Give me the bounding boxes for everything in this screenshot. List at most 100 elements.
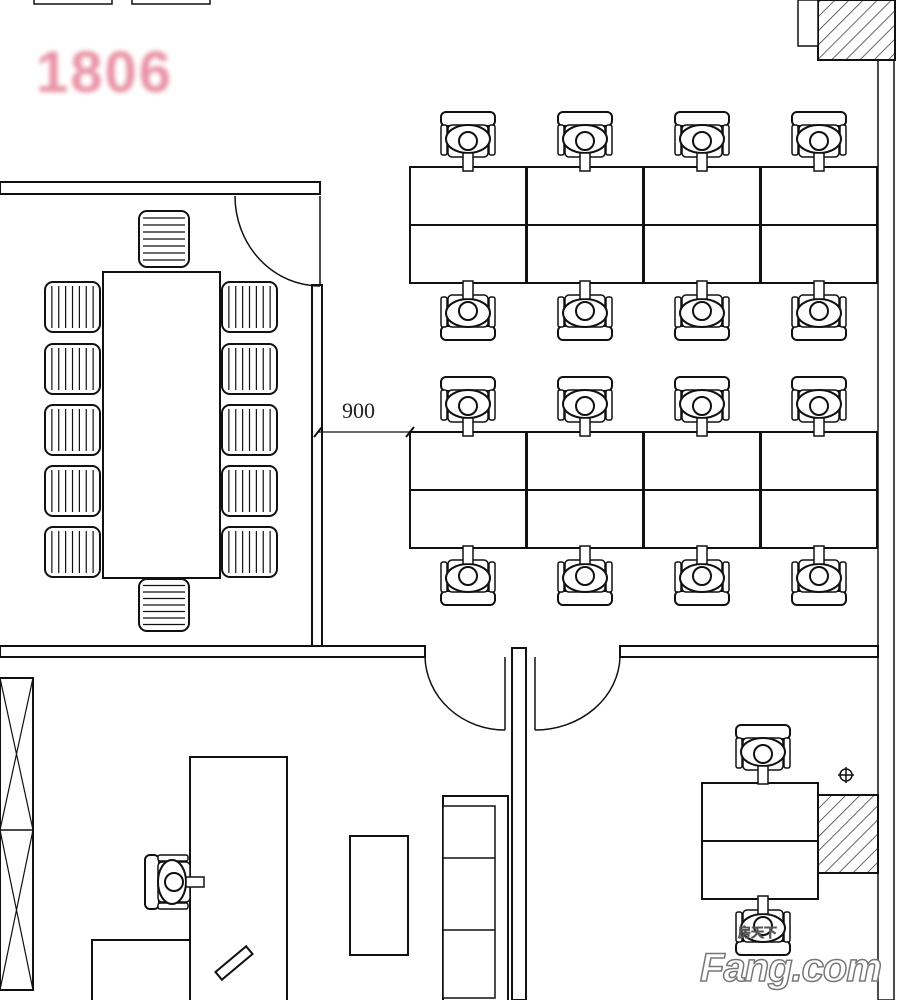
chair-back	[557, 376, 613, 392]
chair-back	[674, 111, 730, 127]
conference-chair	[44, 343, 101, 395]
person-head	[164, 872, 184, 892]
person-head	[458, 566, 478, 586]
wall-meeting-room-top	[0, 181, 321, 195]
keyboard	[813, 417, 825, 437]
door-swing-right	[534, 656, 621, 731]
chair-back	[557, 325, 613, 341]
person-head	[575, 566, 595, 586]
seated-person	[791, 545, 847, 606]
desk	[760, 166, 878, 226]
seated-person	[674, 280, 730, 341]
seated-person	[791, 280, 847, 341]
desk	[643, 489, 761, 549]
structural-column	[817, 0, 896, 61]
person-head	[692, 131, 712, 151]
wall-partition-middle	[511, 647, 527, 1000]
conference-chair	[221, 526, 278, 578]
window-top	[33, 0, 113, 5]
keyboard	[696, 417, 708, 437]
wall-stub	[797, 0, 819, 47]
chair-back	[557, 111, 613, 127]
seated-person	[735, 895, 791, 956]
person-head	[692, 396, 712, 416]
seated-person	[674, 111, 730, 172]
chair-back	[144, 854, 160, 910]
desk	[643, 166, 761, 226]
person-head	[692, 301, 712, 321]
watermark-logo: Fang.com	[699, 945, 882, 991]
watermark-logo-cn: 房天下	[738, 926, 778, 942]
person-head	[753, 744, 773, 764]
person-head	[575, 131, 595, 151]
conference-chair	[221, 404, 278, 456]
conference-table	[102, 271, 221, 579]
executive-seated-person	[144, 854, 205, 910]
desk	[643, 431, 761, 491]
keyboard	[579, 545, 591, 565]
chair-back	[674, 325, 730, 341]
keyboard	[696, 152, 708, 172]
conference-chair	[44, 526, 101, 578]
keyboard	[813, 545, 825, 565]
desk	[760, 431, 878, 491]
chair-back	[735, 724, 791, 740]
keyboard	[813, 280, 825, 300]
keyboard	[757, 765, 769, 785]
desk	[643, 224, 761, 284]
conference-chair	[44, 465, 101, 517]
chair-back	[791, 590, 847, 606]
seated-person	[440, 111, 496, 172]
keyboard	[757, 895, 769, 915]
chair-back	[440, 325, 496, 341]
conference-chair	[221, 281, 278, 333]
chair-back	[791, 111, 847, 127]
conference-chair	[138, 210, 190, 268]
seated-person	[674, 545, 730, 606]
seated-person	[791, 111, 847, 172]
dimension-tick	[313, 426, 323, 438]
side-desk	[91, 939, 191, 1000]
desk	[526, 224, 644, 284]
keyboard	[696, 545, 708, 565]
keyboard	[462, 152, 474, 172]
person-head	[692, 566, 712, 586]
outer-wall-right	[877, 59, 895, 1000]
chair-back	[674, 376, 730, 392]
desk	[409, 224, 527, 284]
seated-person	[440, 545, 496, 606]
keyboard	[579, 280, 591, 300]
workstation-cluster	[409, 166, 878, 284]
desk	[409, 431, 527, 491]
wall-lower-right	[619, 645, 879, 658]
desk	[409, 166, 527, 226]
keyboard	[462, 417, 474, 437]
seated-person	[557, 280, 613, 341]
chair-back	[440, 590, 496, 606]
desk	[526, 166, 644, 226]
keyboard	[462, 280, 474, 300]
door-swing-meeting	[234, 195, 321, 287]
desk	[526, 489, 644, 549]
sofa-seat	[442, 805, 496, 999]
dimension-label: 900	[342, 398, 375, 423]
keyboard	[462, 545, 474, 565]
seated-person	[791, 376, 847, 437]
wall-lower-left	[0, 645, 426, 658]
seated-person	[440, 376, 496, 437]
keyboard	[696, 280, 708, 300]
person-head	[575, 301, 595, 321]
seated-person	[674, 376, 730, 437]
cabinet-cross	[0, 677, 34, 831]
keyboard	[185, 876, 205, 888]
conference-chair	[221, 465, 278, 517]
desk	[760, 489, 878, 549]
person-head	[809, 131, 829, 151]
desk	[701, 840, 819, 900]
keyboard	[579, 152, 591, 172]
person-head	[809, 396, 829, 416]
seated-person	[440, 280, 496, 341]
person-head	[753, 916, 773, 936]
